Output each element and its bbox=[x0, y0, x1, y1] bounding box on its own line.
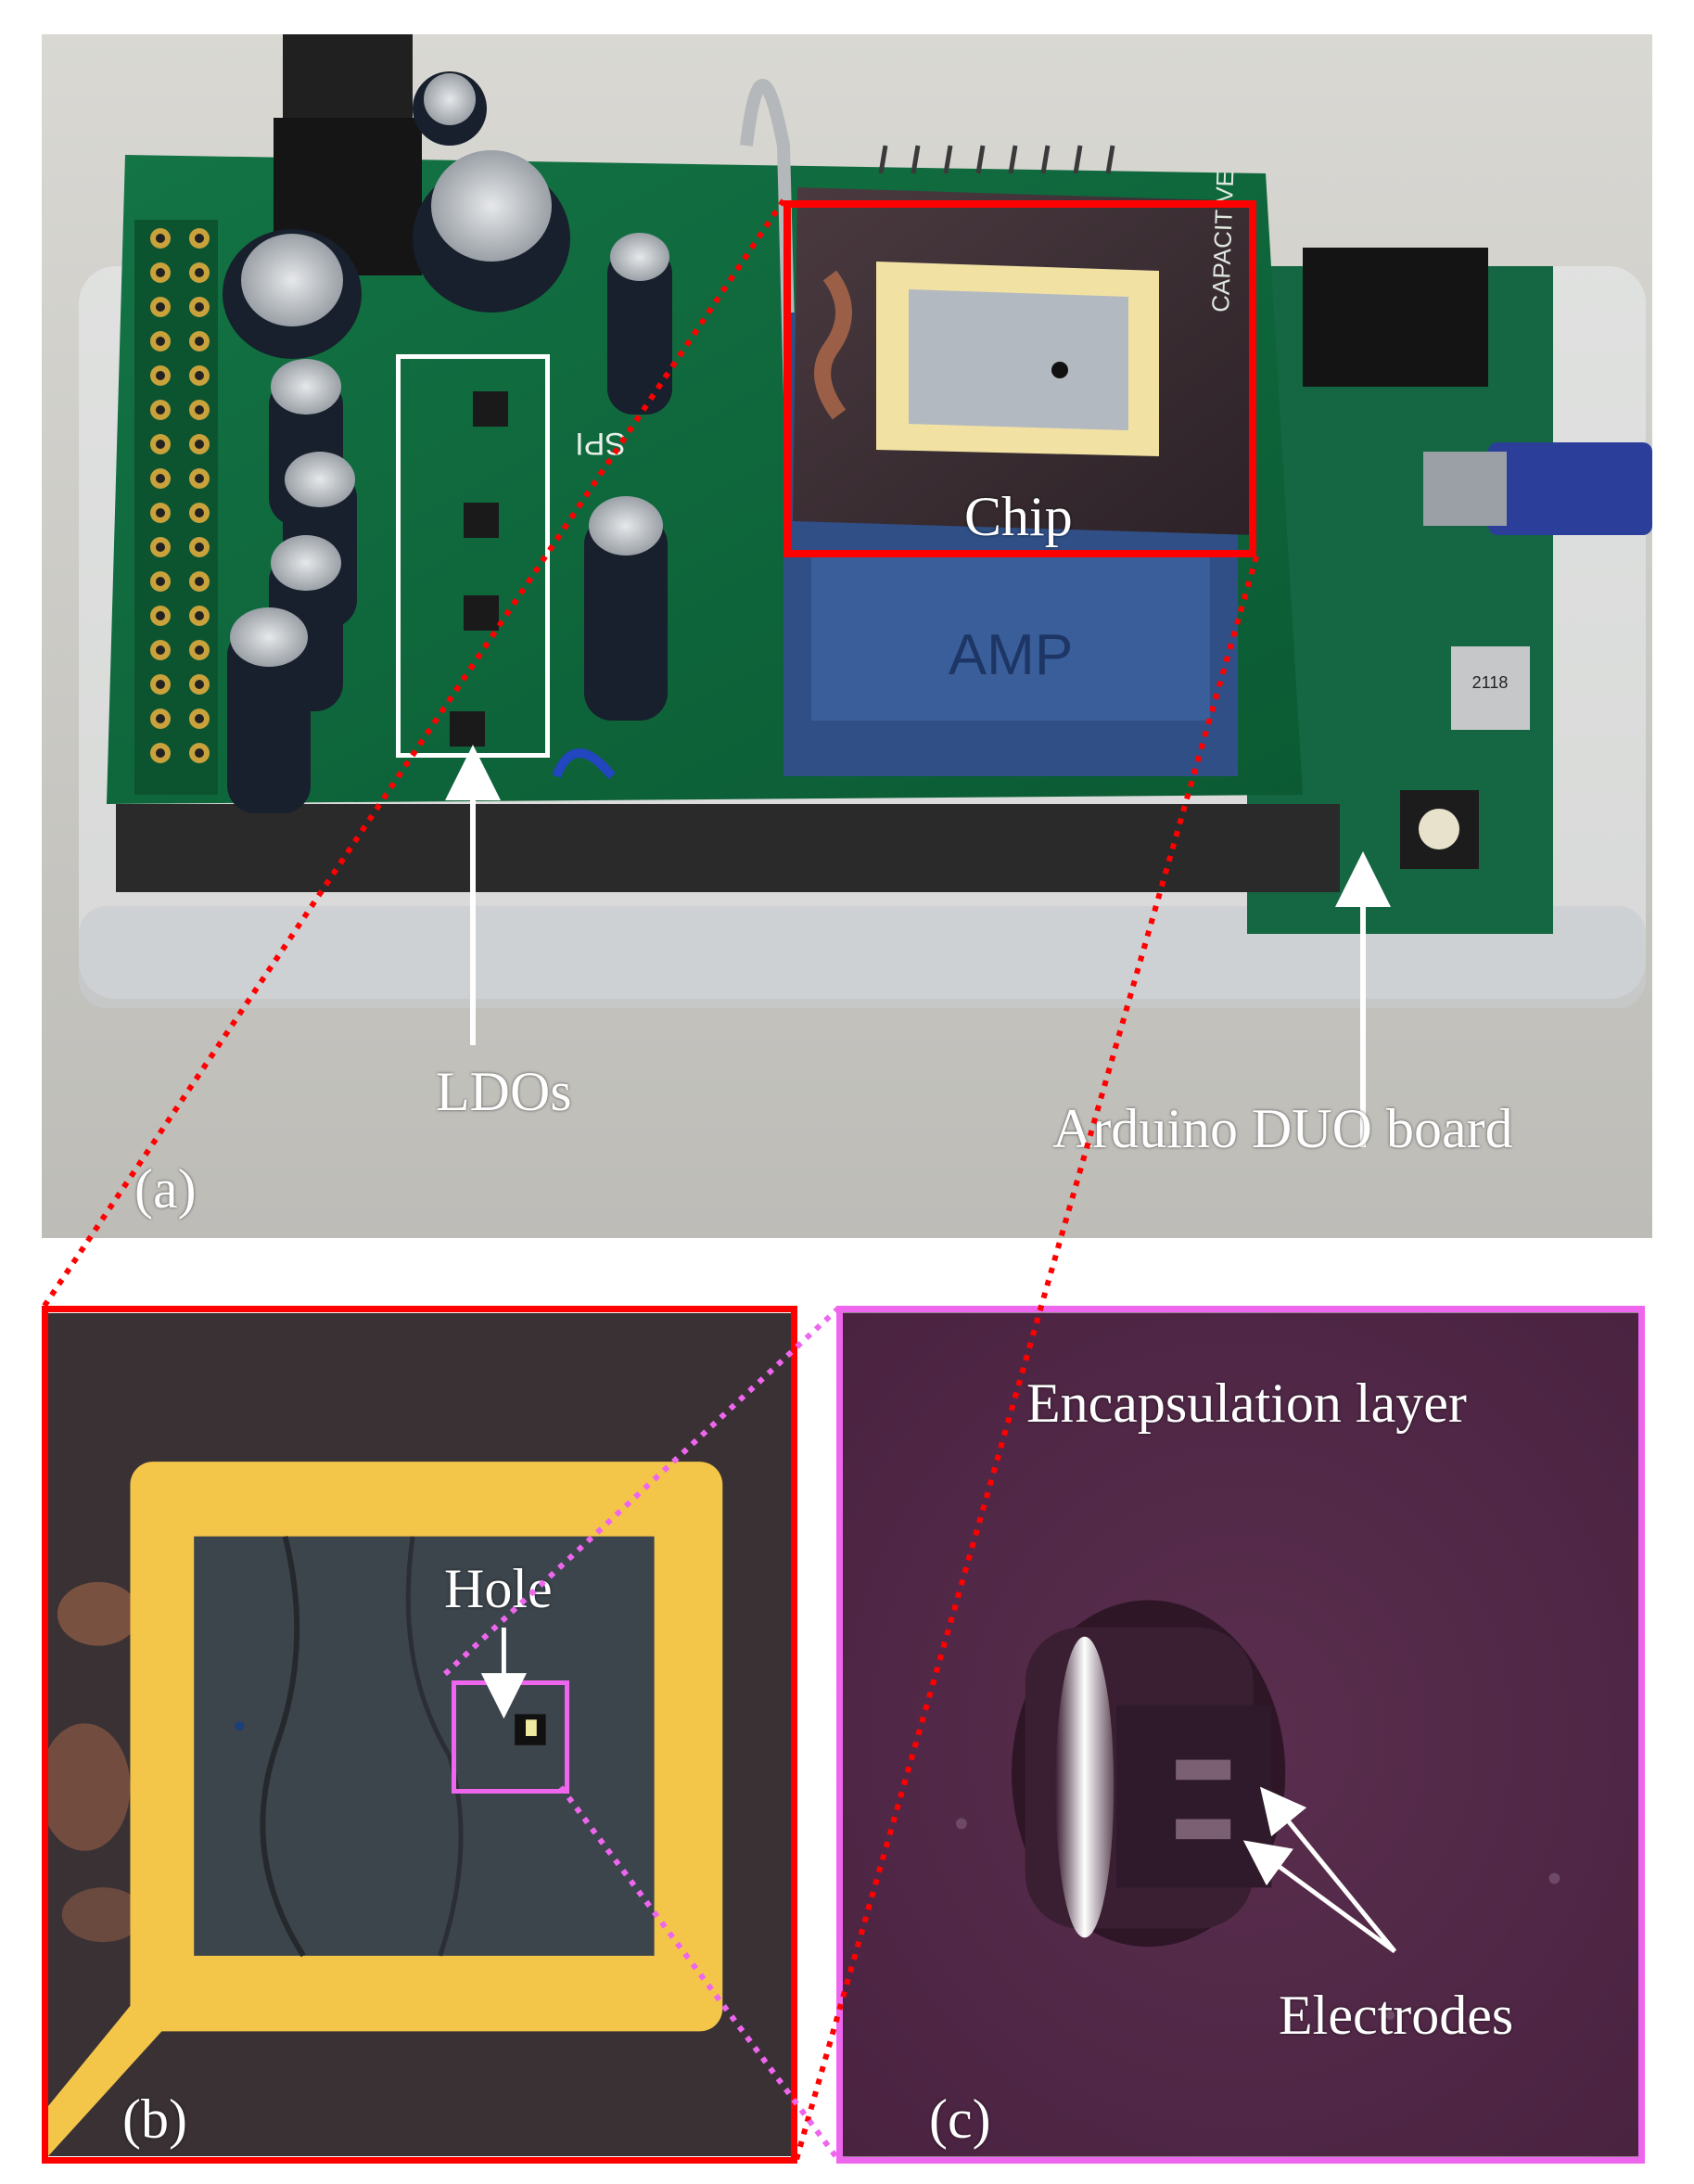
arduino-label: Arduino DUO board bbox=[1052, 1098, 1513, 1159]
electrodes-label: Electrodes bbox=[1279, 1985, 1514, 2046]
panel-b-label: (b) bbox=[122, 2088, 187, 2150]
light-glare bbox=[1055, 1636, 1114, 1938]
panel-b-photo: Hole (b) bbox=[42, 1306, 797, 2164]
panel-c-label: (c) bbox=[929, 2088, 991, 2150]
encapsulation-label: Encapsulation layer bbox=[1026, 1373, 1467, 1434]
ldo-highlight-box bbox=[396, 354, 550, 758]
socket-brand: AMP bbox=[949, 623, 1073, 687]
chip-highlight-box bbox=[783, 200, 1256, 557]
usb-cable bbox=[1488, 442, 1652, 535]
microscope-closeup bbox=[843, 1312, 1638, 2157]
pcb-spi-text: SPI bbox=[575, 426, 626, 461]
hole-highlight-box bbox=[452, 1680, 569, 1794]
electrode-bottom bbox=[1176, 1819, 1231, 1840]
hole-label: Hole bbox=[444, 1558, 553, 1619]
panel-a-label: (a) bbox=[134, 1158, 197, 1220]
ldos-label: LDOs bbox=[436, 1061, 572, 1122]
pcb-capacitive-text: CAPACITIVE bbox=[1206, 171, 1239, 313]
panel-a-photo: AMP CAPACITIVE SPI 2118 bbox=[42, 34, 1652, 1238]
chip-closeup bbox=[48, 1312, 791, 2157]
panel-c-photo: Encapsulation layer Electrodes (c) bbox=[836, 1306, 1645, 2164]
electrode-top bbox=[1176, 1759, 1231, 1781]
dc-jack bbox=[1303, 248, 1488, 387]
top-pins bbox=[878, 145, 1115, 174]
chip-label: Chip bbox=[964, 486, 1073, 547]
usb-chip-text: 2118 bbox=[1472, 673, 1509, 692]
